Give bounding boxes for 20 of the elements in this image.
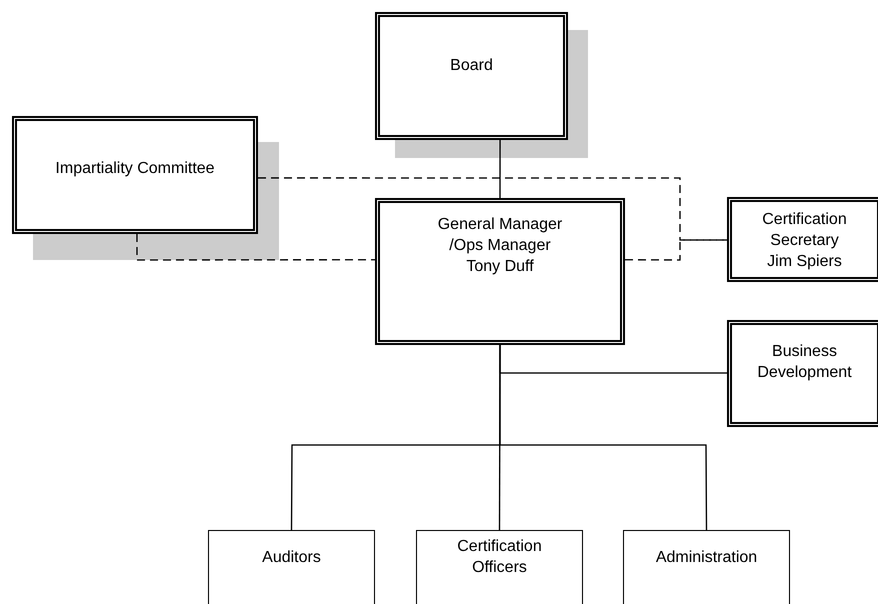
connector-line (625, 239, 727, 261)
box-label: Impartiality Committee (55, 159, 215, 179)
connector-line (499, 140, 501, 198)
org-box (12, 116, 258, 234)
box-label: General Manager /Ops Manager Tony Duff (438, 215, 562, 277)
connector-line (136, 234, 375, 261)
org-box (727, 320, 878, 427)
org-box (375, 12, 568, 140)
org-box (416, 530, 583, 604)
box-label: Board (450, 56, 493, 76)
box-label: Auditors (262, 548, 321, 568)
box-label: Certification Officers (456, 537, 543, 578)
org-box (727, 197, 878, 282)
connector-line (499, 345, 708, 530)
box-label: Administration (656, 548, 758, 568)
org-box (375, 198, 625, 345)
box-label: Business Development (756, 342, 853, 383)
org-box (623, 530, 790, 604)
org-box (208, 530, 375, 604)
box-label: Certification Secretary Jim Spiers (761, 210, 848, 272)
